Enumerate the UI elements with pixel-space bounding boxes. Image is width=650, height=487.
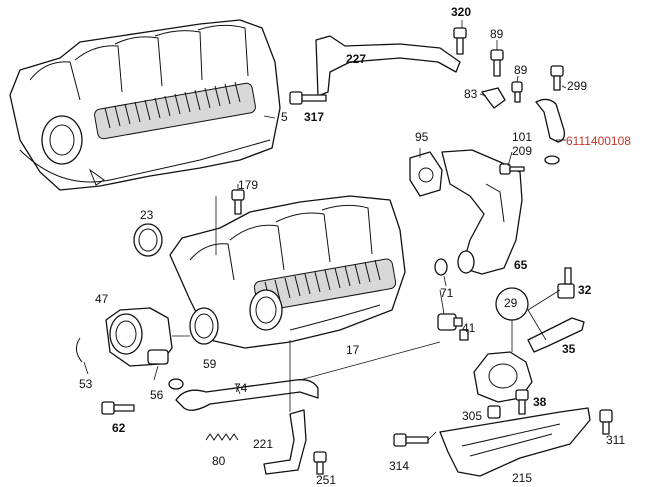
part-number-label[interactable]: 6111400108 [566, 134, 631, 148]
sensor-32 [557, 267, 575, 299]
label-317: 317 [304, 110, 325, 124]
label-209: 209 [512, 144, 533, 158]
label-47: 47 [95, 292, 109, 306]
label-38: 38 [533, 395, 547, 409]
label-320: 320 [451, 5, 472, 19]
label-89-top: 89 [490, 27, 504, 41]
tube-74 [175, 379, 319, 411]
o-ring-56 [168, 378, 184, 390]
bracket-83 [481, 87, 506, 109]
label-227: 227 [346, 52, 367, 66]
label-95: 95 [415, 130, 429, 144]
label-74: 74 [234, 381, 248, 395]
label-29: 29 [504, 296, 518, 310]
bolt-320 [453, 27, 467, 55]
leader-lines [83, 20, 567, 441]
label-314: 314 [389, 459, 410, 473]
bracket-227 [315, 35, 461, 97]
throttle-body-47 [105, 307, 173, 367]
housing-65 [441, 149, 523, 275]
label-89-side: 89 [514, 63, 528, 77]
bolt-305 [487, 405, 501, 419]
label-101: 101 [512, 130, 533, 144]
bracket-221 [263, 409, 307, 475]
label-221: 221 [253, 437, 274, 451]
label-35: 35 [562, 342, 576, 356]
sensor-41 [437, 313, 469, 341]
manifold-17 [169, 195, 406, 349]
bolt-311 [599, 409, 613, 435]
clip-53 [76, 337, 83, 363]
bracket-215 [439, 407, 591, 477]
label-5: 5 [281, 110, 288, 124]
bolt-179 [231, 189, 245, 215]
bolt-299 [550, 65, 564, 91]
label-53: 53 [79, 377, 93, 391]
label-59: 59 [203, 357, 217, 371]
label-65: 65 [514, 258, 528, 272]
label-305: 305 [462, 409, 483, 423]
gasket-95 [409, 151, 443, 197]
label-80: 80 [212, 454, 226, 468]
label-179: 179 [238, 178, 259, 192]
bolt-62 [101, 401, 135, 415]
label-41: 41 [462, 321, 476, 335]
label-83: 83 [464, 87, 478, 101]
label-215: 215 [512, 471, 533, 485]
o-ring-small [544, 155, 560, 165]
bolt-251 [313, 451, 327, 475]
bolt-314 [393, 433, 429, 447]
upper-manifold-assembly [9, 19, 281, 191]
label-56: 56 [150, 388, 164, 402]
label-17: 17 [346, 343, 360, 357]
bolt-38 [515, 389, 529, 415]
bolt-101-209 [499, 163, 525, 175]
bolt-317 [289, 91, 327, 105]
label-32: 32 [578, 283, 592, 297]
bolt-89-side [511, 81, 523, 103]
bolt-89-top [490, 49, 504, 77]
label-62: 62 [112, 421, 126, 435]
o-ring-71 [434, 258, 448, 276]
label-71: 71 [440, 286, 454, 300]
label-311: 311 [606, 433, 626, 447]
gasket-23 [133, 223, 163, 257]
breather-hose-elbow [535, 98, 566, 143]
label-251: 251 [316, 473, 337, 487]
seal-59 [189, 307, 219, 345]
label-23: 23 [140, 208, 154, 222]
spring-80 [205, 433, 239, 441]
linkage-35 [527, 317, 585, 353]
label-299: 299 [567, 79, 588, 93]
